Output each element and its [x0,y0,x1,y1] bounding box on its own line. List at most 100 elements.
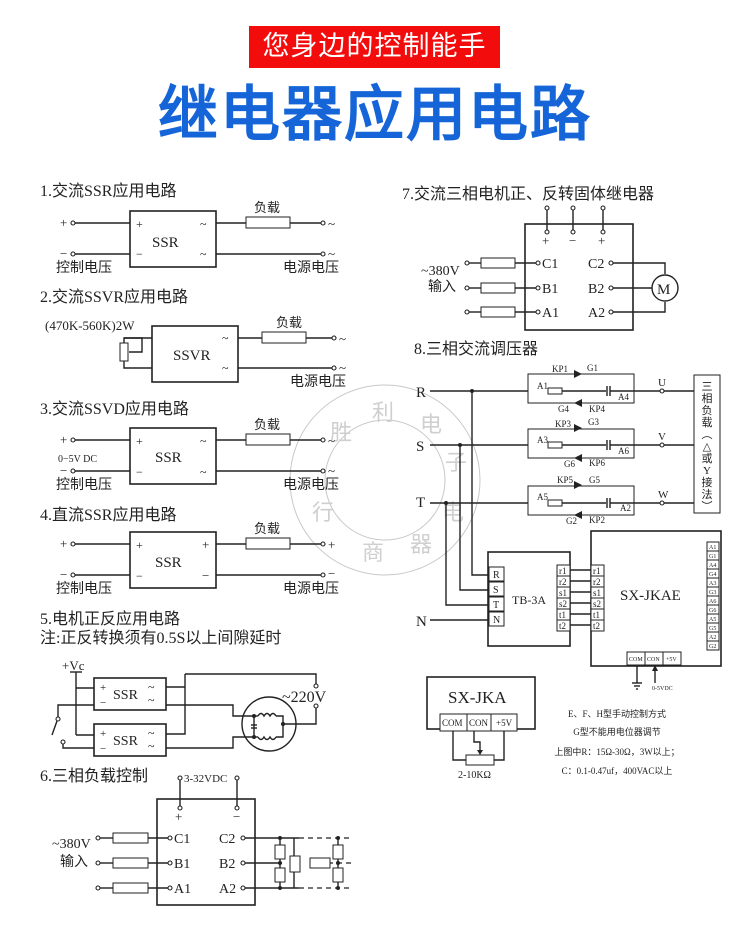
voltage-range-label: 0−5V DC [58,454,97,465]
potentiometer-icon [465,754,495,766]
load-label: 负载 [254,417,280,432]
pin-label: N [493,615,500,626]
pin-label: C1 [542,257,558,272]
input-label: 输入 [428,279,456,295]
pin-label: G1 [709,554,716,560]
terminal-label: − [60,246,67,261]
pin-label: B1 [174,857,190,872]
sx-jkae-module [590,530,722,667]
watermark-char: 行 [312,501,334,526]
pin-label: A2 [588,306,605,321]
circuit-title: 8.三相交流调压器 [414,340,538,358]
pin-label: COM [442,718,463,728]
pin-label: B2 [219,857,235,872]
device-label: SSR [152,235,179,251]
circuit-3-ac-ssvd: 3.交流SSVD应用电路 SSR + − ~ ~ + − 0−5V DC 控制电… [40,399,339,493]
load-box-char: 法 [702,487,713,501]
pin-label: − [136,247,143,261]
pin-label: r2 [593,577,601,587]
pin-label: + [100,682,106,694]
pin-label: t2 [559,621,566,631]
pin-label: − [136,569,143,583]
sx-jkae-label: SX-JKAE [620,588,681,604]
load-box-char: ︶ [702,500,713,513]
gate-label: G5 [589,475,600,485]
watermark-char: 器 [410,533,432,558]
gate-label: G1 [587,363,598,373]
pin-label: T [493,600,499,611]
pin-label: s1 [559,588,567,598]
pin-label: G2 [709,644,716,650]
phase-label: T [416,495,425,511]
pin-label: + [136,217,143,231]
load-box-char: ︵ [702,429,713,441]
supply-voltage-label: 电源电压 [290,374,346,390]
thyristor-icon [574,424,582,432]
control-voltage-label: 控制电压 [56,581,112,597]
load-box-char: △ [703,441,712,453]
output-label: W [658,489,669,501]
input-label: 输入 [60,854,88,870]
device-label: SSVR [173,348,211,364]
circuit-2-ac-ssvr: 2.交流SSVR应用电路 (470K-560K)2W SSVR ~ ~ 负载 ~… [40,287,346,390]
pin-label: A2 [219,882,236,897]
pin-label: A5 [709,617,716,623]
load-box-char: 或 [702,452,713,465]
circuit-4-dc-ssr: 4.直流SSR应用电路 SSR + − + − + − 控制电压 负载 + − … [40,505,339,597]
pin-label: − [100,697,106,709]
pin-label: s2 [559,599,567,609]
device-label: SSR [113,734,139,749]
load-label: 负载 [254,521,280,536]
pin-label: B2 [588,282,604,297]
terminal-label: ~ [339,360,346,375]
watermark-char: 电 [420,413,442,438]
pin-label: s2 [593,599,601,609]
pin-label: ~ [148,693,155,707]
terminal-label: ~ [328,246,335,261]
tb-3a-label: TB-3A [512,593,546,607]
watermark-char: 利 [372,401,394,426]
thyristor-label: KP4 [589,404,606,414]
node-label: A6 [618,446,629,456]
load-box-char: 接 [702,476,713,489]
output-label: V [658,431,666,443]
terminal-label: + [60,432,67,447]
pin-label: ~ [148,739,155,753]
pin-label: − [233,809,240,824]
watermark-stamp: 胜 利 电 子 电 器 商 行 [289,384,481,576]
motor-icon [651,274,679,302]
pin-label: G3 [709,590,716,596]
load-label: 负载 [276,315,302,330]
device-label: SSR [113,688,139,703]
supply-voltage-label: 电源电压 [283,260,339,276]
three-phase-load-box [693,374,721,514]
load-box-char: Y [703,465,711,477]
note-line: C：0.1-0.47uf，400VAC以上 [562,766,673,776]
circuit-title: 2.交流SSVR应用电路 [40,287,188,306]
circuit-1-ac-ssr: 1.交流SSR应用电路 SSR + − ~ ~ + − 控制电压 负载 ~ ~ … [40,181,339,276]
thyristor-label: KP1 [552,364,568,374]
terminal-label: + [328,537,335,552]
terminal-label: − [60,567,67,582]
pin-label: A2 [709,635,716,641]
pin-label: r1 [593,566,601,576]
slogan-banner: 您身边的控制能手 [249,26,500,68]
input-voltage-label: ~380V [52,837,91,852]
load-box-char: 载 [702,416,713,429]
pin-label: A6 [709,599,716,605]
control-voltage-label: 控制电压 [56,260,112,276]
node-label: A5 [537,492,548,502]
pin-label: ~ [200,217,207,231]
node-label: A2 [620,503,631,513]
pin-label: ~ [200,465,207,479]
thyristor-icon [574,511,582,519]
control-voltage-label: 控制电压 [56,477,112,493]
supply-voltage-label: 电源电压 [283,581,339,597]
pin-label: A1 [542,306,559,321]
pin-label: C2 [219,832,235,847]
terminal-label: ~ [339,331,346,346]
control-input-label: 0-5VDC [652,686,673,692]
pin-label: COM [629,657,643,663]
load-box-char: 负 [702,403,713,417]
watermark-char: 电 [442,501,464,526]
